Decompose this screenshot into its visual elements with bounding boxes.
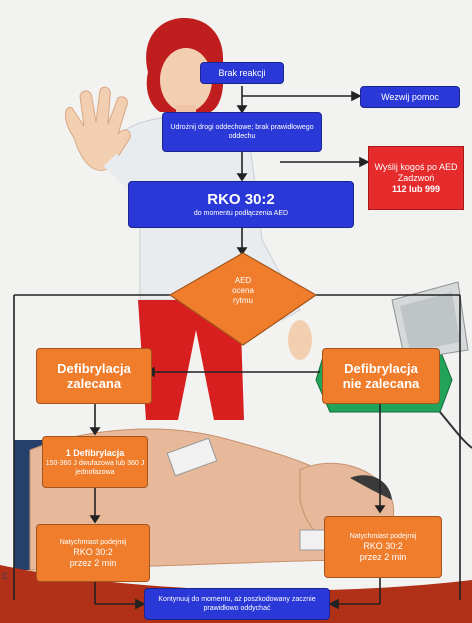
aed-diamond-line-2: ocena [232, 286, 254, 295]
left-cpr-title: RKO 30:2 [73, 546, 113, 557]
no-reaction-box: Brak reakcji [200, 62, 284, 84]
shock-advised-box: Defibrylacja zalecana [36, 348, 152, 404]
rescuer-face [160, 48, 212, 112]
aed-cable [439, 411, 472, 449]
left-cpr-box: Natychmiast podejmij RKO 30:2 przez 2 mi… [36, 524, 150, 582]
shock-advised-line-1: Defibrylacja [57, 361, 131, 376]
one-shock-title: 1 Defibrylacja [65, 447, 125, 458]
rescuer-right-hand [288, 320, 312, 360]
left-cpr-time: przez 2 min [69, 557, 117, 568]
one-shock-sub: 150-360 J dwufazowa lub 360 J jednofazow… [45, 459, 145, 476]
send-for-aed-line-1: Wyślij kogoś po AED [374, 161, 458, 172]
send-for-aed-line-3: 112 lub 999 [391, 183, 441, 194]
rescuer-trousers [138, 300, 244, 420]
one-shock-box: 1 Defibrylacja 150-360 J dwufazowa lub 3… [42, 436, 148, 488]
electrode-pad-1 [166, 437, 218, 477]
flow-connectors [13, 86, 461, 610]
shock-not-advised-box: Defibrylacja nie zalecana [322, 348, 440, 404]
rescuer-hand [65, 86, 131, 171]
aed-screen [400, 292, 460, 352]
continue-label: Kontynuuj do momentu, aż poszkodowany za… [158, 596, 316, 612]
edge-letter: c [2, 568, 8, 582]
send-for-aed-line-2: Zadzwoń [397, 172, 435, 183]
shock-not-advised-line-2: nie zalecana [342, 376, 420, 391]
open-airway-box: Udrożnij drogi oddechowe; brak prawidłow… [162, 112, 322, 152]
aed-rhythm-diamond [168, 252, 318, 346]
cpr-box: RKO 30:2 do momentu podłączenia AED [128, 181, 354, 228]
right-cpr-title: RKO 30:2 [363, 540, 403, 551]
aed-diamond-line-1: AED [234, 276, 252, 285]
send-for-aed-box: Wyślij kogoś po AED Zadzwoń 112 lub 999 [368, 146, 464, 210]
cpr-title: RKO 30:2 [207, 191, 275, 208]
right-cpr-time: przez 2 min [359, 551, 407, 562]
shock-not-advised-line-1: Defibrylacja [344, 361, 418, 376]
call-help-box: Wezwij pomoc [360, 86, 460, 108]
cpr-subtitle: do momentu podłączenia AED [193, 210, 289, 217]
continue-box: Kontynuuj do momentu, aż poszkodowany za… [144, 588, 330, 620]
right-cpr-note: Natychmiast podejmij [349, 532, 417, 540]
call-help-label: Wezwij pomoc [381, 91, 439, 102]
patient-hair [350, 475, 392, 500]
no-reaction-label: Brak reakcji [218, 67, 266, 78]
aed-diamond-text: AED ocena rytmu [213, 276, 273, 306]
shock-advised-line-2: zalecana [66, 376, 122, 391]
open-airway-label: Udrożnij drogi oddechowe; brak prawidłow… [170, 124, 314, 140]
aed-diamond-line-3: rytmu [233, 296, 253, 305]
right-cpr-box: Natychmiast podejmij RKO 30:2 przez 2 mi… [324, 516, 442, 578]
left-cpr-note: Natychmiast podejmij [59, 538, 127, 546]
